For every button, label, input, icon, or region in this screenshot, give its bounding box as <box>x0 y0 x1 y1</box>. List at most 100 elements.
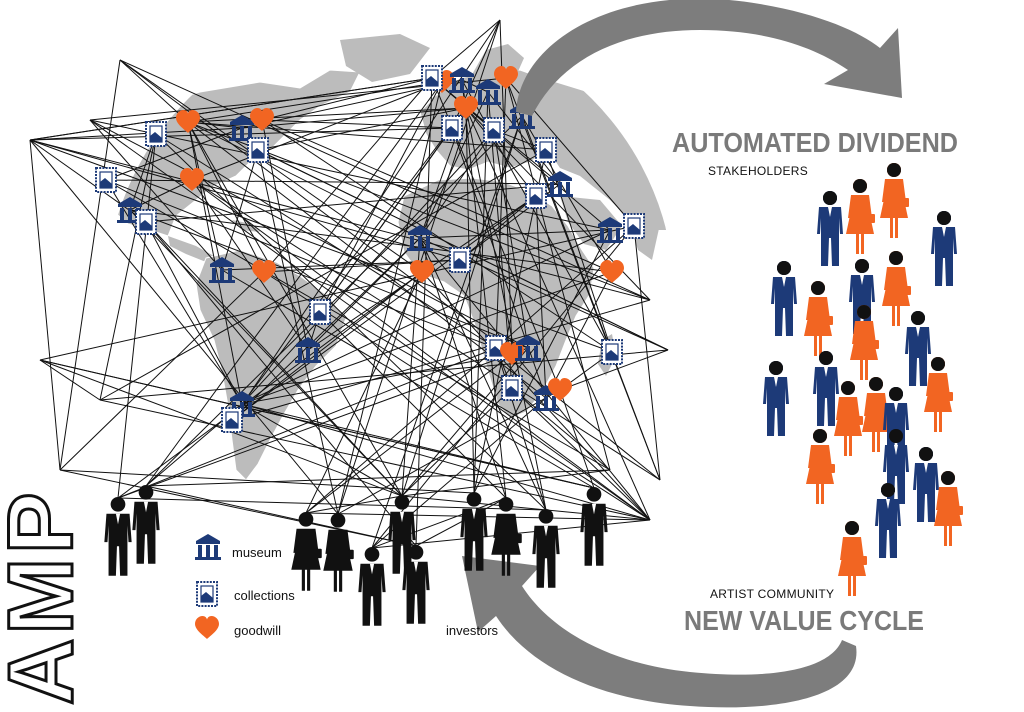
subheading-stakeholders: STAKEHOLDERS <box>708 164 808 178</box>
network-link <box>29 139 651 301</box>
network-link <box>187 121 547 151</box>
person-icon <box>771 261 797 336</box>
network-link <box>119 59 189 123</box>
network-link <box>187 121 421 239</box>
collection-frame-icon <box>449 247 471 273</box>
greenland <box>340 34 430 82</box>
person-icon <box>883 387 909 462</box>
network-link <box>29 139 61 471</box>
heading-new-value-cycle: NEW VALUE CYCLE <box>684 605 924 636</box>
network-link <box>465 107 537 197</box>
legend-collections-label: collections <box>234 588 295 603</box>
legend: museum collections goodwill investors <box>195 534 499 639</box>
person-icon <box>882 251 911 326</box>
network-link <box>633 225 661 481</box>
network-link <box>59 271 265 471</box>
network-link <box>155 133 547 511</box>
network-link <box>431 19 501 79</box>
network-link <box>419 229 611 239</box>
person-icon <box>838 521 867 596</box>
network-link <box>261 119 613 273</box>
network-link <box>29 139 461 261</box>
network-link <box>319 127 453 313</box>
network-link <box>419 237 651 521</box>
network-link <box>401 115 523 497</box>
network-link <box>231 299 651 421</box>
network-link <box>415 497 507 547</box>
network-link <box>231 195 537 421</box>
network-link <box>145 115 523 487</box>
collection-frame-icon <box>441 115 463 141</box>
network-link <box>187 121 223 271</box>
network-link <box>495 225 635 349</box>
network-link <box>191 179 309 351</box>
cycle-arrow-bottom <box>462 556 857 708</box>
network-link <box>337 81 443 515</box>
collection-frame-icon <box>601 339 623 365</box>
network-link <box>495 347 661 481</box>
network-link <box>89 119 223 271</box>
amp-logo: AMP <box>0 489 92 705</box>
network-link <box>119 59 651 301</box>
collection-frame-icon <box>501 375 523 401</box>
network-link <box>401 469 611 497</box>
network-link <box>29 139 339 515</box>
person-icon <box>850 305 879 380</box>
person-icon <box>846 179 875 254</box>
network-link <box>241 107 467 129</box>
network-link <box>511 387 611 471</box>
network-link <box>241 403 403 497</box>
network-link <box>105 179 611 471</box>
legend-investors-label: investors <box>446 623 499 638</box>
network-link <box>461 79 507 499</box>
network-link <box>261 119 613 353</box>
network-link <box>473 91 489 494</box>
heading-automated-dividend: AUTOMATED DIVIDEND <box>672 127 958 158</box>
network-link <box>191 179 651 521</box>
network-link <box>261 77 433 121</box>
network-link <box>319 311 507 499</box>
network-link <box>119 59 513 355</box>
network-link <box>545 271 613 399</box>
person-icon <box>104 496 132 576</box>
network-link <box>257 107 467 151</box>
network-link <box>487 91 561 185</box>
collection-frame-icon <box>525 183 547 209</box>
person-icon <box>905 311 931 386</box>
person-icon <box>880 163 909 238</box>
network-link <box>29 77 433 141</box>
collection-frame-icon <box>196 581 218 607</box>
person-icon <box>806 429 835 504</box>
person-icon <box>849 259 875 334</box>
cycle-arrow-top <box>516 0 902 116</box>
network-link <box>29 127 243 141</box>
person-icon <box>817 191 843 266</box>
network-link <box>191 179 661 481</box>
network-link <box>187 121 265 273</box>
network-link <box>545 149 613 353</box>
person-icon <box>834 381 863 456</box>
collection-frame-icon <box>145 121 167 147</box>
person-icon <box>875 483 901 558</box>
network-link <box>105 127 243 181</box>
collection-frame-icon <box>535 137 557 163</box>
stakeholder-crowd <box>763 163 963 596</box>
person-icon <box>862 377 891 452</box>
network-link <box>261 119 453 129</box>
collection-frame-icon <box>247 137 269 163</box>
museum-icon <box>195 534 221 560</box>
network-link <box>191 81 443 181</box>
collection-frame-icon <box>421 65 443 91</box>
person-icon <box>804 281 833 356</box>
collection-frame-icon <box>221 407 243 433</box>
network-link <box>89 119 529 349</box>
legend-museum-label: museum <box>232 545 282 560</box>
network-link <box>401 387 513 497</box>
network-link <box>493 129 529 349</box>
person-icon <box>913 447 939 522</box>
collection-frame-icon <box>623 213 645 239</box>
network-link <box>419 237 547 511</box>
person-icon <box>132 484 160 564</box>
network-link <box>241 353 513 405</box>
network-link <box>99 399 651 521</box>
